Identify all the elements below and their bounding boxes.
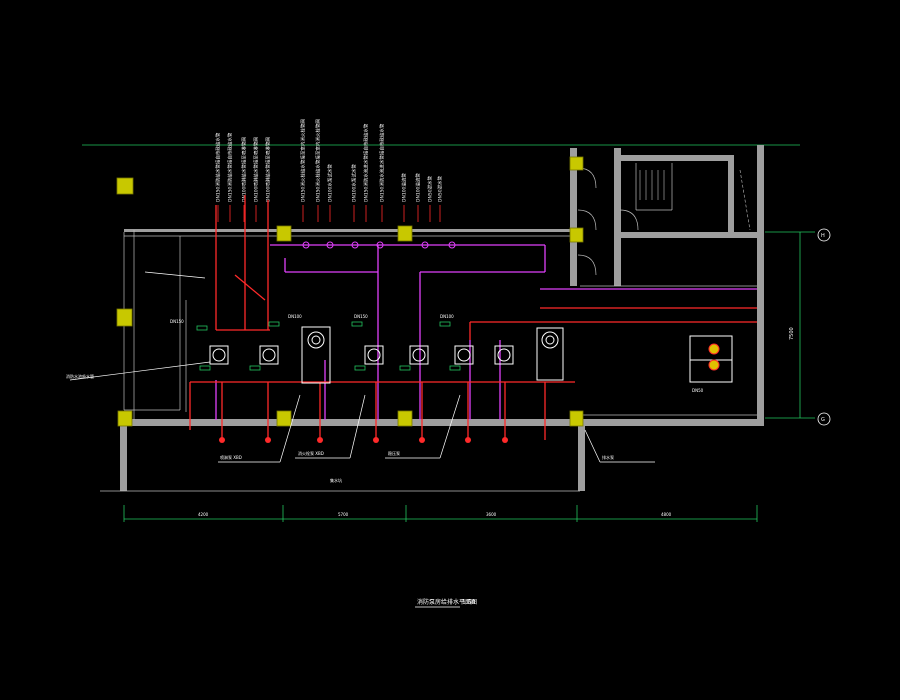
- riser-dots: [219, 437, 508, 443]
- axis-label-upper: H: [821, 233, 825, 239]
- red-pipes: [189, 195, 757, 440]
- column: [569, 227, 584, 243]
- wall-stair-left: [570, 148, 577, 286]
- pipe-tag-text: DN100: [440, 314, 454, 319]
- magenta-pipes: [215, 244, 757, 420]
- callout-text: 喷淋泵 XBD: [220, 454, 242, 460]
- riser-label: DN100水泵试水管: [351, 164, 358, 202]
- side-dimension: [765, 231, 815, 419]
- wall-stair-mid: [614, 148, 621, 286]
- pipe-tags: [196, 321, 461, 371]
- column: [397, 410, 413, 427]
- walls: [120, 145, 764, 491]
- riser-label: DN150消防水池进水管接自市政给水管: [363, 123, 370, 202]
- callout-text: 消火栓泵 XBD: [298, 450, 324, 456]
- axis-label-lower: G: [821, 417, 825, 423]
- riser-label: DN150消防给水管接自市政给水管: [215, 132, 222, 202]
- riser-label: DN100喷淋给水管接至喷淋管网: [265, 137, 272, 202]
- riser-label: DN150消火栓给水管接至室内消火栓管网: [315, 119, 322, 202]
- stair-treads: [639, 169, 751, 231]
- pressure-tank: [301, 326, 331, 384]
- wall-bottom: [120, 419, 764, 426]
- pump: [494, 345, 514, 365]
- dimension-text: 4800: [661, 512, 672, 517]
- dimension-text: 5700: [338, 512, 349, 517]
- pipe-tag-text: DN100: [288, 314, 302, 319]
- riser-label: DN100喷淋给水管接至喷淋管网: [241, 137, 248, 202]
- drawing-title: 消防泵房给排水平面图: [417, 598, 477, 606]
- dimension-text: 4200: [198, 512, 209, 517]
- wall-stair-bottom: [614, 232, 759, 238]
- riser-label: DN150消火栓给水管接至室内消火栓管网: [300, 119, 307, 202]
- callout-leaders: [69, 271, 655, 463]
- pump: [209, 345, 229, 365]
- riser-label: DN100溢流管: [401, 173, 408, 202]
- riser-label: DN100水泵试水管: [327, 164, 334, 202]
- riser-label: DN50泄水管: [437, 175, 444, 202]
- callout-text: 稳压泵: [388, 450, 400, 456]
- wall-pit-right: [578, 419, 585, 491]
- sump-pumps: [708, 343, 720, 371]
- bottom-note: 集水坑: [330, 477, 342, 483]
- callout-text: 消防水池吸水管: [66, 373, 94, 379]
- column: [276, 410, 292, 427]
- callout-text: 排水泵: [602, 454, 614, 460]
- wall-left-lower: [120, 419, 127, 491]
- columns: [116, 156, 584, 427]
- pipe-tag-text: DN150: [354, 314, 368, 319]
- column: [116, 177, 134, 195]
- column: [569, 156, 584, 171]
- column: [276, 225, 292, 242]
- riser-label: DN150消防水池进水管接自市政给水管: [379, 123, 386, 202]
- wall-right: [757, 145, 764, 425]
- pipe-tag-text: DN50: [692, 388, 704, 393]
- pressure-tank: [536, 327, 564, 381]
- riser-label: DN100溢流管: [415, 173, 422, 202]
- pump: [259, 345, 279, 365]
- column: [397, 225, 413, 242]
- wall-stair-right: [728, 155, 734, 237]
- pumps: [209, 326, 733, 384]
- drawing-scale: 1:50: [462, 599, 476, 606]
- riser-labels: DN150消防给水管接自市政给水管 DN150消防给水管接自市政给水管 DN100喷…: [215, 119, 444, 222]
- pipe-tag-text: DN150: [170, 319, 184, 324]
- outline-lines: [100, 163, 757, 492]
- riser-label: DN100喷淋给水管接至喷淋管网: [253, 137, 260, 202]
- column: [569, 410, 584, 427]
- side-dimension-text: 7500: [789, 327, 795, 340]
- column: [117, 410, 133, 427]
- wall-corridor: [124, 229, 579, 232]
- column: [116, 308, 133, 327]
- sump-pump-box: [689, 335, 733, 383]
- axis-markers: [817, 228, 831, 426]
- valves-top: [302, 241, 456, 249]
- dimension-text: 3600: [486, 512, 497, 517]
- riser-label: DN50泄水管: [427, 175, 434, 202]
- pump: [409, 345, 429, 365]
- riser-label: DN150消防给水管接自市政给水管: [227, 132, 234, 202]
- pump: [454, 345, 474, 365]
- pump: [364, 345, 384, 365]
- wall-stair-top: [614, 155, 732, 161]
- dimension-line: [123, 505, 758, 522]
